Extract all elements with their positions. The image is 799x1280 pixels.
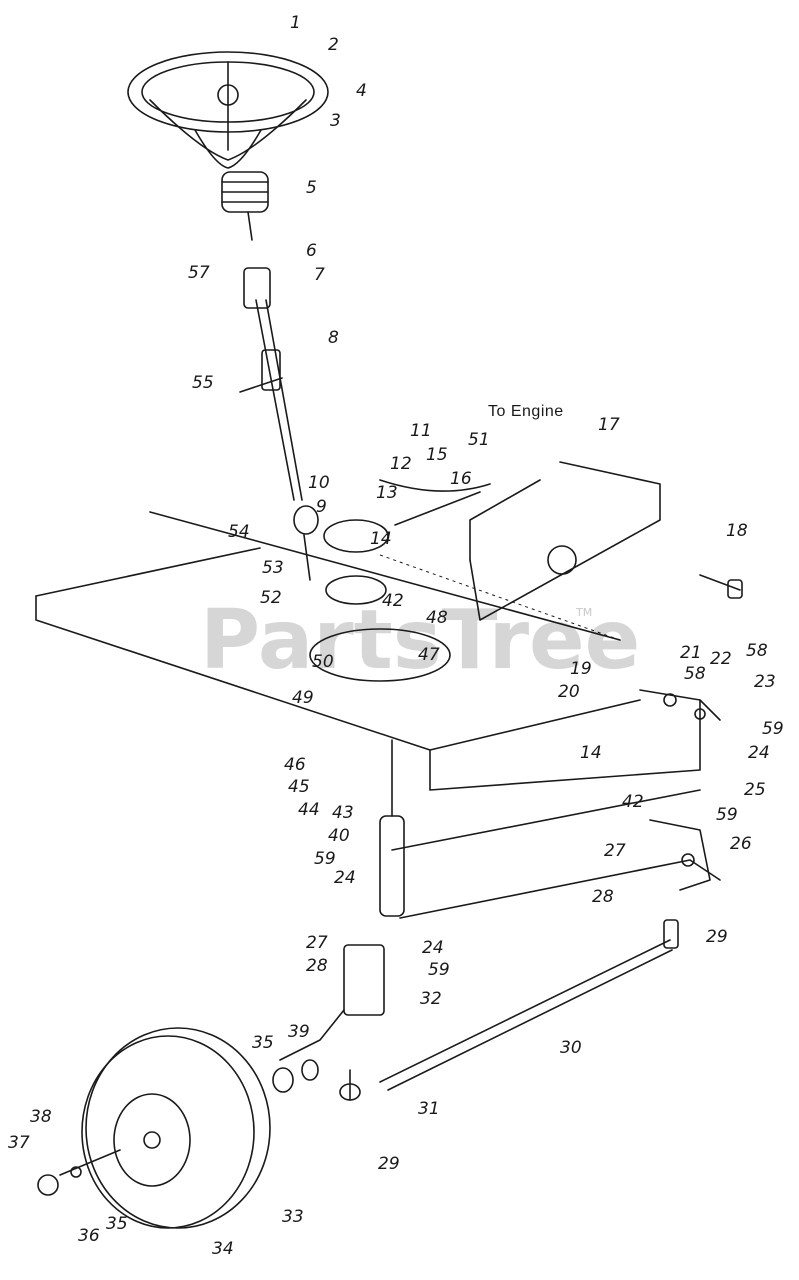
label-part-40: 40 [328,826,350,846]
label-part-39: 39 [288,1022,310,1042]
label-part-28b: 28 [306,956,328,976]
steering-wheel-drawing [127,51,329,169]
label-part-31: 31 [418,1099,440,1119]
label-part-29b: 29 [378,1154,400,1174]
label-part-6: 6 [306,241,317,261]
label-part-20: 20 [558,682,580,702]
label-part-18: 18 [726,521,748,541]
label-part-27b: 27 [306,933,328,953]
label-part-58a: 58 [746,641,768,661]
label-part-59c: 59 [314,849,336,869]
label-part-51: 51 [468,430,490,450]
label-part-43: 43 [332,803,354,823]
label-part-35b: 35 [106,1214,128,1234]
label-part-46: 46 [284,755,306,775]
label-part-48: 48 [426,608,448,628]
label-part-45: 45 [288,777,310,797]
label-part-14b: 14 [580,743,602,763]
label-part-54: 54 [228,522,250,542]
label-to-engine: To Engine [488,403,564,420]
label-part-59d: 59 [428,960,450,980]
label-part-58b: 58 [684,664,706,684]
watermark-brand: PartsTree [200,593,640,688]
label-part-55: 55 [192,373,214,393]
label-part-24a: 24 [748,743,770,763]
label-part-24c: 24 [422,938,444,958]
label-part-44: 44 [298,800,320,820]
label-part-29a: 29 [706,927,728,947]
label-part-12: 12 [390,454,412,474]
label-part-50: 50 [312,652,334,672]
label-part-47: 47 [418,645,440,665]
label-part-33: 33 [282,1207,304,1227]
label-part-4: 4 [356,81,367,101]
label-part-10: 10 [308,473,330,493]
part-labels: 1 2 3 4 5 6 7 8 9 10 11 12 13 14 14 15 1… [8,13,784,1259]
watermark-tm: TM [575,606,592,619]
label-part-7: 7 [314,265,325,285]
label-part-32: 32 [420,989,442,1009]
label-part-1: 1 [290,13,301,33]
steering-boot-drawing [221,171,269,241]
label-part-14a: 14 [370,529,392,549]
label-part-22: 22 [710,649,732,669]
label-part-11: 11 [410,421,432,441]
label-part-27a: 27 [604,841,626,861]
label-part-53: 53 [262,558,284,578]
front-wheel-drawing [37,1027,271,1229]
label-part-5: 5 [306,178,317,198]
label-part-59a: 59 [762,719,784,739]
label-part-42a: 42 [382,591,404,611]
label-part-16: 16 [450,469,472,489]
label-part-25: 25 [744,780,766,800]
label-part-28a: 28 [592,887,614,907]
label-part-57: 57 [188,263,210,283]
chassis-frame-drawing [35,461,743,919]
label-part-23: 23 [754,672,776,692]
label-part-34: 34 [212,1239,234,1259]
label-part-52: 52 [260,588,282,608]
label-part-42b: 42 [622,792,644,812]
label-part-49: 49 [292,688,314,708]
label-part-30: 30 [560,1038,582,1058]
label-part-17: 17 [598,415,620,435]
label-part-37: 37 [8,1133,30,1153]
label-part-13: 13 [376,483,398,503]
steering-shaft-drawing [239,267,319,581]
label-part-8: 8 [328,328,339,348]
label-part-15: 15 [426,445,448,465]
label-part-9: 9 [316,497,327,517]
label-part-19: 19 [570,659,592,679]
label-part-35a: 35 [252,1033,274,1053]
label-part-24b: 24 [334,868,356,888]
label-part-3: 3 [330,111,341,131]
axle-assembly-drawing [272,689,721,1101]
label-part-36: 36 [78,1226,100,1246]
label-part-26: 26 [730,834,752,854]
label-part-2: 2 [328,35,339,55]
label-part-38: 38 [30,1107,52,1127]
label-part-21: 21 [680,643,702,663]
label-part-59b: 59 [716,805,738,825]
